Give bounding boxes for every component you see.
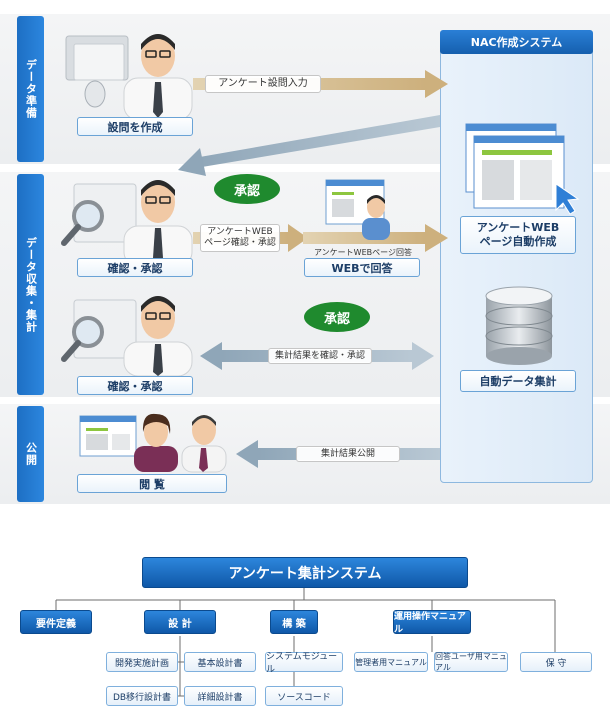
org-requirements: 要件定義: [20, 610, 92, 634]
label-web-page-answer: アンケートWEBページ回答: [314, 247, 412, 257]
org-system-module: システムモジュール: [265, 652, 343, 675]
box-confirm-approve-2: 確認・承認: [77, 376, 193, 395]
bubble-approve-2: 承認: [304, 302, 370, 332]
label-survey-input: アンケート設問入力: [205, 75, 321, 93]
nac-system-panel: [440, 45, 593, 483]
section-tab-publish: 公開: [17, 406, 44, 502]
database-icon: [485, 286, 553, 365]
label-publish-results: 集計結果公開: [296, 446, 400, 462]
box-auto-web: アンケートWEB ページ自動作成: [460, 216, 576, 254]
person-icon-prep: [123, 34, 193, 121]
org-connectors: [55, 588, 556, 697]
web-window-icon-publish: [79, 415, 137, 457]
org-admin-manual: 管理者用マニュアル: [354, 652, 428, 672]
org-basic-design: 基本設計書: [184, 652, 256, 672]
box-create-questions: 設問を作成: [77, 117, 193, 136]
box-auto-tally: 自動データ集計: [460, 370, 576, 392]
section-tab-collect: データ収集・集計: [17, 174, 44, 395]
org-design: 設 計: [144, 610, 216, 634]
org-dev-plan: 開発実施計画: [106, 652, 178, 672]
magnifier-icon-1: [61, 183, 137, 246]
person-icon-viewer-female: [134, 413, 178, 472]
person-icon-viewer-male: [181, 415, 227, 473]
arrow-diagonal-return: [178, 115, 440, 176]
org-user-manual: 回答ユーザ用マニュアル: [434, 652, 508, 672]
org-detail-design: 詳細設計書: [184, 686, 256, 706]
nac-system-title: NAC作成システム: [440, 30, 593, 54]
org-source-code: ソースコード: [265, 686, 343, 706]
person-icon-confirm-1: [123, 180, 193, 267]
magnifier-icon-2: [61, 299, 137, 362]
org-db-migration: DB移行設計書: [106, 686, 178, 706]
section-tab-prep: データ準備: [17, 16, 44, 162]
person-icon-confirm-2: [123, 296, 193, 377]
box-confirm-approve-1: 確認・承認: [77, 258, 193, 277]
arrow-web-answer: [303, 224, 448, 252]
org-build: 構 築: [270, 610, 318, 634]
org-manual: 運用操作マニュアル: [393, 610, 471, 635]
web-windows-icon-nac: [465, 123, 580, 215]
org-maintenance: 保 守: [520, 652, 592, 672]
box-view: 閲 覧: [77, 474, 227, 493]
folder-icon: [65, 35, 129, 108]
label-confirm-results: 集計結果を確認・承認: [268, 348, 372, 364]
org-root: アンケート集計システム: [142, 557, 468, 588]
web-window-icon-answer: [325, 179, 390, 240]
bubble-approve-1: 承認: [214, 174, 280, 204]
box-web-answer: WEBで回答: [304, 258, 420, 277]
label-web-page-confirm: アンケートWEB ページ確認・承認: [200, 224, 280, 252]
